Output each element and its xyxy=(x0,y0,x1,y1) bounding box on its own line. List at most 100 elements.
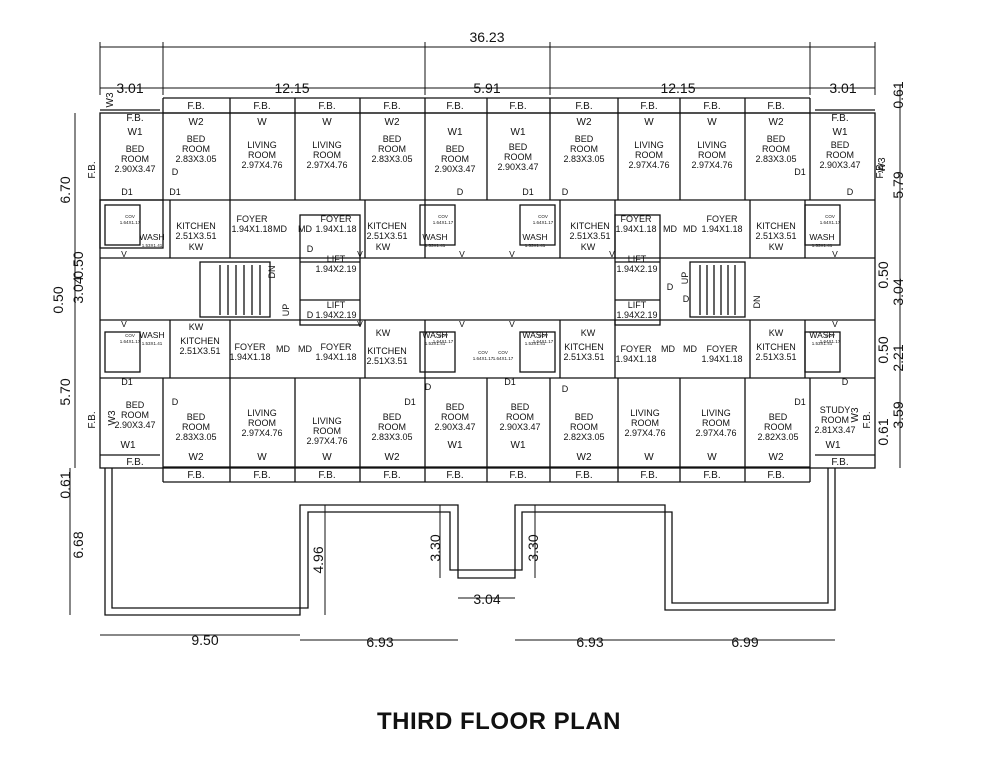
room-bed: ROOM xyxy=(504,152,532,162)
wash-label: WASH xyxy=(809,232,834,242)
toilet-size: 1.64X1.17 xyxy=(533,339,554,344)
room-bed: BED xyxy=(187,134,206,144)
wash-block xyxy=(99,199,164,249)
window-top-1: W xyxy=(257,117,267,128)
fb-top-2: F.B. xyxy=(318,101,335,112)
room-bed: ROOM xyxy=(570,144,598,154)
lift-door-marker: D xyxy=(307,310,314,320)
dim-top-2: 5.91 xyxy=(473,80,500,96)
fb-top-9: F.B. xyxy=(767,101,784,112)
room-bed: 2.82X3.05 xyxy=(757,432,798,442)
room-kitchen: KITCHEN xyxy=(756,342,796,352)
window-w3: W3 xyxy=(877,157,888,172)
dimension-lines xyxy=(69,42,901,641)
staircase-left xyxy=(199,261,271,318)
stair-down-label: DN xyxy=(267,266,277,279)
ventilator-marker: V xyxy=(609,249,615,259)
room-foyer: FOYER xyxy=(706,344,738,354)
room-living: 2.97X4.76 xyxy=(695,428,736,438)
room-living: LIVING xyxy=(247,140,277,150)
room-bed: 2.90X3.47 xyxy=(114,420,155,430)
window-w3: W3 xyxy=(105,92,116,107)
wash-block xyxy=(104,204,141,246)
terrace-parapet xyxy=(111,468,829,609)
dim-right-4: 0.50 xyxy=(875,336,891,363)
room-bed: ROOM xyxy=(570,422,598,432)
room-living: LIVING xyxy=(701,408,731,418)
window-bottom-6: W xyxy=(707,452,717,463)
lift-core xyxy=(299,214,361,326)
room-living: ROOM xyxy=(631,418,659,428)
room-lift: LIFT xyxy=(628,300,647,310)
room-foyer: 1.94X1.18 xyxy=(315,352,356,362)
wash-label: WASH xyxy=(422,232,447,242)
toilet-label: COV xyxy=(438,214,448,219)
room-kitchen: 2.51X3.51 xyxy=(563,352,604,362)
fb-bottom-4: F.B. xyxy=(446,470,463,481)
wash-block xyxy=(419,204,456,246)
wash-block xyxy=(104,331,141,373)
room-foyer: FOYER xyxy=(620,344,652,354)
ventilator-marker: V xyxy=(121,249,127,259)
room-bed: BED xyxy=(511,402,530,412)
room-bed: BED xyxy=(383,412,402,422)
room-bed: BED xyxy=(126,400,145,410)
main-door-marker: MD xyxy=(663,224,677,234)
window-bottom-2: W xyxy=(322,452,332,463)
lift-door-marker: D xyxy=(683,294,690,304)
room-kitchen: KITCHEN xyxy=(176,221,216,231)
dim-top-0: 3.01 xyxy=(116,80,143,96)
wash-label: WASH xyxy=(522,232,547,242)
room-living: 2.97X4.76 xyxy=(691,160,732,170)
window-bottom-w1-2: W1 xyxy=(511,440,526,451)
room-bed: BED xyxy=(446,402,465,412)
room-bed: ROOM xyxy=(121,154,149,164)
kitchen-window-marker: KW xyxy=(189,242,204,252)
dim-top-4: 3.01 xyxy=(829,80,856,96)
room-kitchen: KITCHEN xyxy=(756,221,796,231)
main-door-marker: MD xyxy=(273,224,287,234)
room-kitchen: 2.51X3.51 xyxy=(175,231,216,241)
toilet-label: COV xyxy=(825,333,835,338)
room-study: ROOM xyxy=(821,415,849,425)
room-kitchen: KITCHEN xyxy=(564,342,604,352)
dim-bottom-4: 3.04 xyxy=(473,591,500,607)
door-marker: D1 xyxy=(121,377,133,387)
window-bottom-7: W2 xyxy=(769,452,784,463)
toilet-size: 1.64X1.17 xyxy=(533,220,554,225)
toilet-label: COV xyxy=(825,214,835,219)
dim-right-7: 0.61 xyxy=(875,418,891,445)
room-bed: BED xyxy=(187,412,206,422)
door-marker: D xyxy=(842,377,849,387)
fb-top-corner: F.B. xyxy=(126,113,143,124)
room-lift: LIFT xyxy=(327,254,346,264)
room-foyer: FOYER xyxy=(234,342,266,352)
room-foyer: FOYER xyxy=(236,214,268,224)
toilet-size: 1.64X1.17 xyxy=(820,339,841,344)
room-bed: BED xyxy=(831,140,850,150)
dim-left-1: 3.04 xyxy=(70,276,86,303)
dim-right-1: 5.79 xyxy=(890,171,906,198)
wash-size: 1.53X1.41 xyxy=(812,341,833,346)
ventilator-marker: V xyxy=(459,319,465,329)
window-bottom-w1-0: W1 xyxy=(121,440,136,451)
window-bottom-0: W2 xyxy=(189,452,204,463)
fb-bottom-0: F.B. xyxy=(187,470,204,481)
ventilator-marker: V xyxy=(357,249,363,259)
lift-door-marker: D xyxy=(667,282,674,292)
kitchen-window-marker: KW xyxy=(769,242,784,252)
dim-top-1: 12.15 xyxy=(274,80,309,96)
wash-block xyxy=(519,331,556,373)
dim-bottom-0: 9.50 xyxy=(191,632,218,648)
room-bed: 2.82X3.05 xyxy=(563,432,604,442)
window-top-4: W2 xyxy=(577,117,592,128)
door-marker: D xyxy=(425,382,432,392)
room-foyer: 1.94X1.18 xyxy=(229,352,270,362)
room-bed: ROOM xyxy=(764,422,792,432)
dim-terrace-0: 4.96 xyxy=(310,546,326,573)
dim-terrace-1: 3.30 xyxy=(427,534,443,561)
door-marker: D xyxy=(847,187,854,197)
room-kitchen: 2.51X3.51 xyxy=(179,346,220,356)
room-bed: ROOM xyxy=(441,154,469,164)
